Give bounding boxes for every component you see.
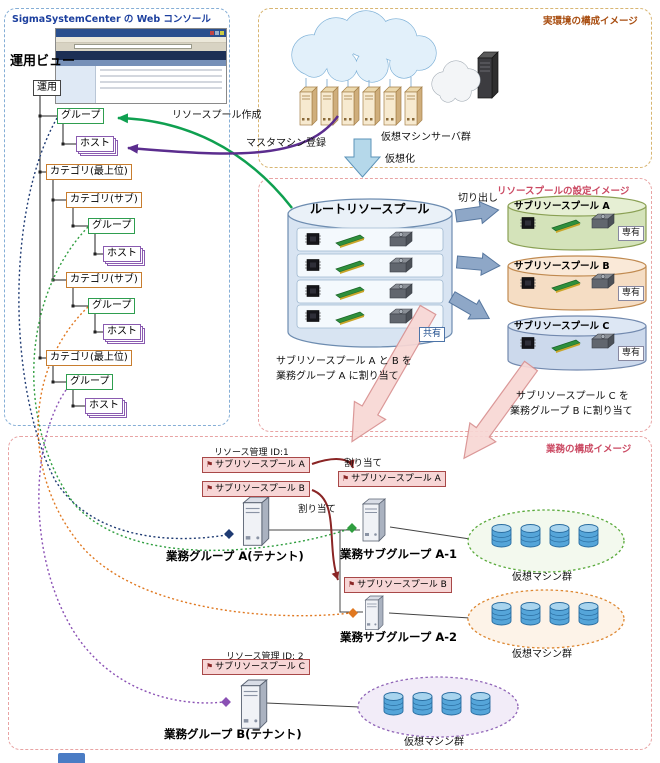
note-c-line2: 業務グループ B に割り当て [510,406,633,417]
subpool-c-tag-tenant: ⚑サブリソースプール C [202,659,310,675]
flag-icon: ⚑ [206,662,214,671]
tenant-b-label: 業務グループ B(テナント) [164,727,302,741]
app-content-area [56,66,226,103]
assign-label-2: 割り当て [298,504,337,515]
app-header-band [56,51,226,60]
subpool-a-tag-tenant: ⚑サブリソースプール A [202,457,310,473]
virtualize-label: 仮想化 [385,154,415,165]
tree-node-category-sub-1: カテゴリ(サブ) [66,192,142,208]
real-environment-panel-title: 実環境の構成イメージ [543,16,638,27]
tree-node-category-top-2: カテゴリ(最上位) [46,350,132,366]
web-console-panel-title: SigmaSystemCenter の Web コンソール [12,14,211,25]
resource-id-2-label: リソース管理 ID: 2 [226,652,304,662]
address-bar [74,44,192,49]
subpool-a-title: サブリソースプール A [514,201,610,212]
vm-group-a2-label: 仮想マシン群 [512,649,572,660]
subpool-b-tag-subgroup-a2: ⚑サブリソースプール B [344,577,452,593]
vm-group-a1-label: 仮想マシン群 [512,572,572,583]
content-line [100,69,222,71]
tree-node-host-2: ホスト [103,246,141,262]
cropped-blue-element [58,753,85,763]
business-panel-title: 業務の構成イメージ [546,444,632,455]
tree-node-host-4: ホスト [85,398,123,414]
note-c-line1: サブリソースプール C を [516,391,629,402]
tenant-a-label: 業務グループ A(テナント) [166,549,304,563]
content-line [100,75,222,77]
mini-browser-menubar [56,37,226,43]
resource-pool-panel-title: リソースプールの設定イメージ [497,186,630,197]
flag-icon: ⚑ [348,580,356,589]
mini-browser-screenshot [55,28,227,104]
root-pool-title: ルートリソースプール [310,202,430,216]
dedicated-badge-c: 専有 [618,346,645,361]
content-line [100,87,222,89]
app-main-pane [96,66,226,103]
subpool-b-tag-tenant: ⚑サブリソースプール B [202,481,310,497]
tree-node-host-3: ホスト [103,324,141,340]
subpool-c-title: サブリソースプール C [514,321,610,332]
dedicated-badge-b: 専有 [618,286,645,301]
app-tab-band [56,60,226,66]
cutout-label: 切り出し [458,193,498,204]
note-ab-line2: 業務グループ A に割り当て [276,371,399,382]
tree-node-operations: 運用 [33,80,61,96]
tree-node-category-top-1: カテゴリ(最上位) [46,164,132,180]
tree-node-category-sub-2: カテゴリ(サブ) [66,272,142,288]
note-ab-line1: サブリソースプール A と B を [276,356,412,367]
tree-node-group-2: グループ [88,218,136,234]
mini-browser-toolbar [56,43,226,51]
flag-icon: ⚑ [206,484,214,493]
create-pool-label: リソースプール作成 [172,110,262,121]
vm-servers-label: 仮想マシンサーバ群 [381,132,471,143]
assign-label-1: 割り当て [344,458,383,469]
register-master-label: マスタマシン登録 [246,138,326,149]
app-nav-pane [56,66,96,103]
flag-icon: ⚑ [342,474,350,483]
tree-node-host-1: ホスト [76,136,114,152]
vm-group-b-label: 仮想マシン群 [404,737,464,748]
business-panel [8,436,652,750]
subpool-b-title: サブリソースプール B [514,261,610,272]
subgroup-a1-label: 業務サブグループ A-1 [340,547,457,561]
subgroup-a2-label: 業務サブグループ A-2 [340,630,457,644]
tree-node-group-4: グループ [66,374,114,390]
operations-view-title: 運用ビュー [10,54,76,69]
mini-browser-titlebar [56,29,226,37]
content-line [100,81,222,83]
tree-node-group-1: グループ [57,108,105,124]
tree-node-group-3: グループ [88,298,136,314]
flag-icon: ⚑ [206,460,214,469]
dedicated-badge-a: 専有 [618,226,645,241]
window-controls-icon [210,31,224,35]
shared-badge: 共有 [419,327,446,342]
subpool-a-tag-subgroup-a1: ⚑サブリソースプール A [338,471,446,487]
